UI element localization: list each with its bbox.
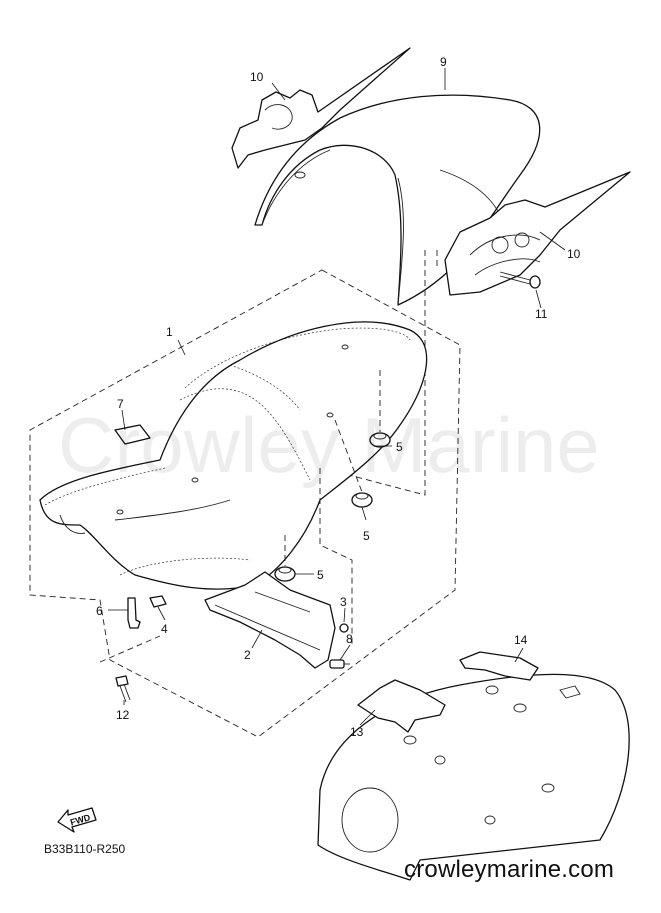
callout-5-b: 5 (363, 529, 370, 543)
callout-14: 14 (514, 633, 528, 647)
emblem-right-part (444, 171, 631, 296)
callout-10-b: 10 (567, 247, 581, 261)
callout-11: 11 (535, 307, 548, 321)
callout-9: 9 (440, 55, 447, 69)
callout-5-a: 5 (396, 440, 403, 454)
bracket-part-14 (459, 651, 539, 681)
callout-8: 8 (346, 632, 353, 646)
diagram-code: B33B110-R250 (44, 842, 126, 856)
callout-5-c: 5 (317, 568, 324, 582)
callout-leaders (108, 68, 566, 726)
callout-4: 4 (161, 622, 168, 636)
callout-3: 3 (340, 595, 347, 609)
hook-part (127, 597, 141, 629)
callout-7: 7 (117, 397, 124, 411)
website-url: crowleymarine.com (404, 856, 615, 883)
collar-part (149, 595, 167, 608)
seat-bracket-part (204, 571, 336, 669)
callout-10-a: 10 (250, 70, 264, 84)
seat-assembly-boundary (29, 269, 461, 738)
callout-6: 6 (96, 604, 103, 618)
callout-2: 2 (244, 648, 251, 662)
bracket-part-13 (357, 679, 446, 733)
damper-parts (274, 432, 391, 582)
callout-13: 13 (350, 725, 364, 739)
callout-1: 1 (166, 325, 173, 339)
caution-label-part (114, 424, 151, 445)
seat-part (39, 321, 428, 590)
emblem-left-part (231, 47, 411, 169)
bolt-part-8 (329, 659, 350, 669)
watermark-text: Crowley Marine (58, 401, 600, 489)
nut-part (339, 623, 349, 633)
screw-part (499, 271, 541, 289)
callout-12: 12 (116, 708, 130, 722)
forward-arrow-icon: FWD (57, 807, 97, 833)
bolt-part-12 (115, 675, 131, 703)
cover-mount-line (329, 250, 426, 496)
